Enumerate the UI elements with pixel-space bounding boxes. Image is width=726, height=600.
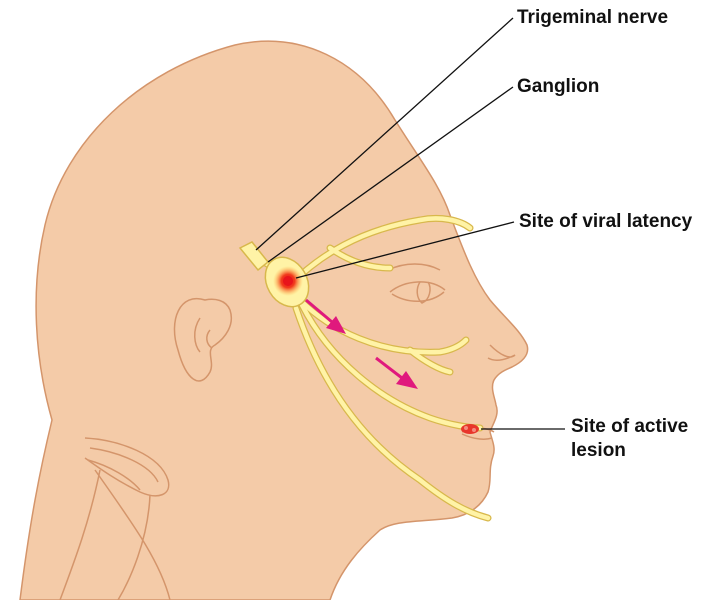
- viral-latency-label: Site of viral latency: [519, 210, 692, 234]
- head-silhouette: [20, 41, 528, 600]
- ganglion-label: Ganglion: [517, 75, 599, 99]
- active-lesion-label: Site of active lesion: [571, 415, 688, 463]
- latency-site-core: [283, 276, 293, 286]
- active-lesion-label-line1: Site of active: [571, 415, 688, 439]
- trigeminal-nerve-label: Trigeminal nerve: [517, 6, 668, 30]
- active-lesion: [461, 424, 479, 434]
- active-lesion-label-line2: lesion: [571, 439, 688, 463]
